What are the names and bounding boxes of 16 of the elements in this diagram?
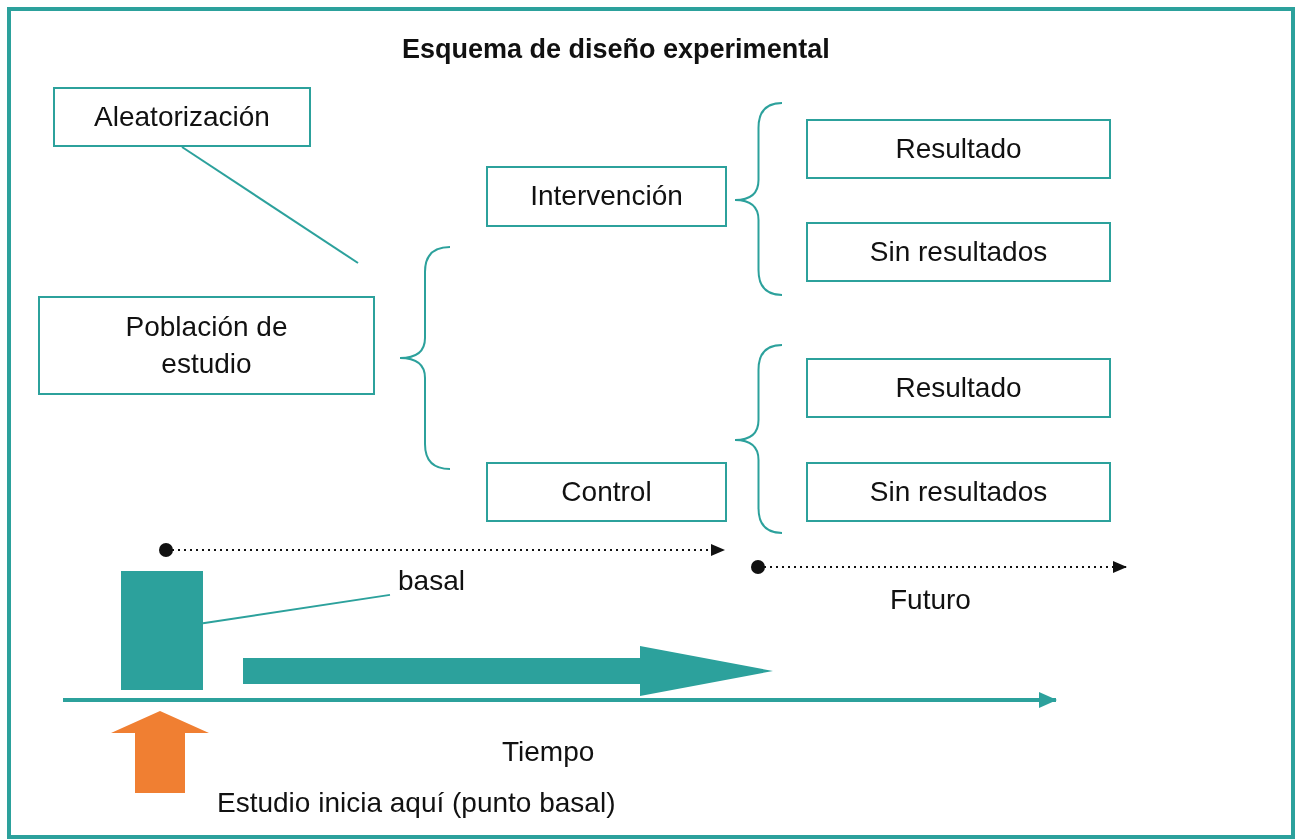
process-box: Resultado bbox=[806, 358, 1111, 418]
process-box: Sin resultados bbox=[806, 222, 1111, 282]
baseline-bar bbox=[121, 571, 203, 690]
annotation-text: Futuro bbox=[890, 584, 971, 616]
process-box: Sin resultados bbox=[806, 462, 1111, 522]
process-box: Aleatorización bbox=[53, 87, 311, 147]
process-box: Resultado bbox=[806, 119, 1111, 179]
process-box: Control bbox=[486, 462, 727, 522]
process-box: Intervención bbox=[486, 166, 727, 227]
annotation-text: Estudio inicia aquí (punto basal) bbox=[217, 787, 616, 819]
process-box: Población de estudio bbox=[38, 296, 375, 395]
leader-line bbox=[181, 146, 359, 264]
annotation-text: Tiempo bbox=[502, 736, 595, 768]
diagram-title: Esquema de diseño experimental bbox=[402, 34, 830, 65]
node-label: basal bbox=[398, 565, 465, 597]
leader-line bbox=[202, 593, 391, 625]
